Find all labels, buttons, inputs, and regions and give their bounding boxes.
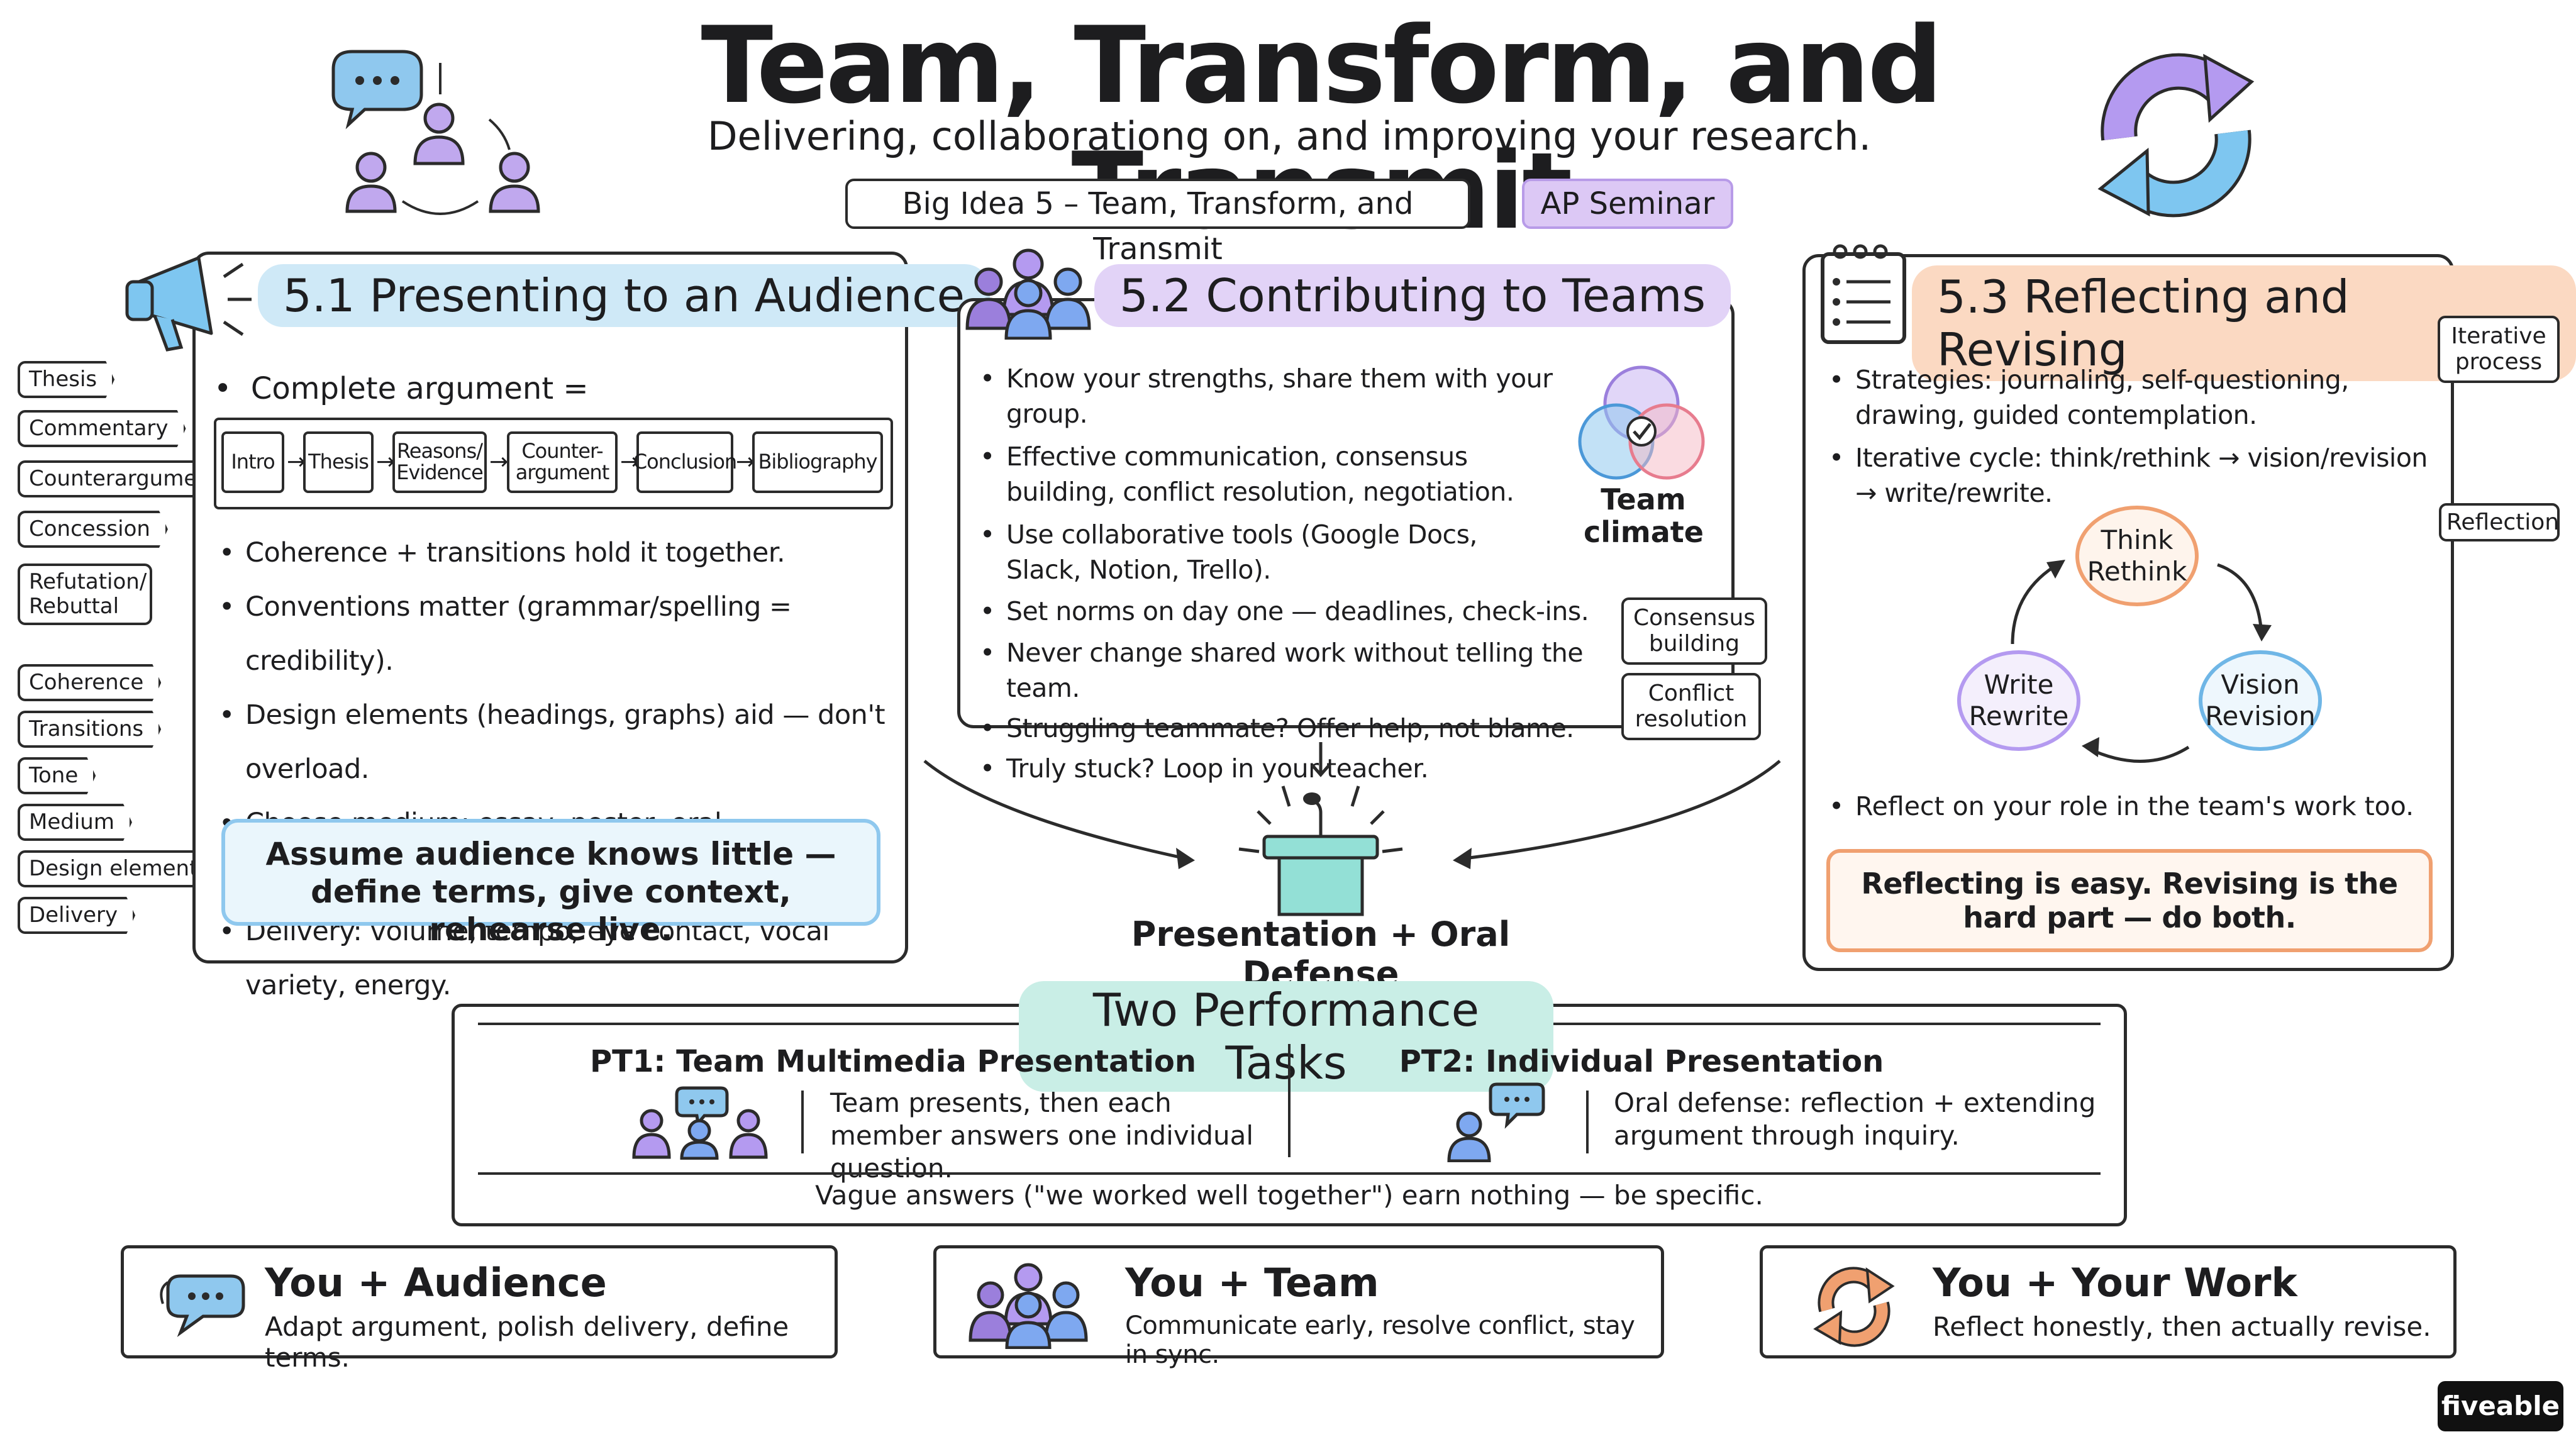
tag-tone: Tone bbox=[18, 757, 96, 794]
argument-flow: Intro → Thesis → Reasons/ Evidence → Cou… bbox=[214, 418, 893, 509]
list-item: Design elements (headings, graphs) aid —… bbox=[214, 688, 906, 796]
card-title: You + Your Work bbox=[1933, 1260, 2297, 1306]
list-item: Truly stuck? Loop in your teacher. bbox=[975, 751, 1604, 786]
section3-callout: Reflecting is easy. Revising is the hard… bbox=[1826, 849, 2433, 952]
list-item: Strategies: journaling, self-questioning… bbox=[1824, 362, 2358, 433]
flow-intro: Intro bbox=[221, 431, 284, 493]
tag-thesis: Thesis bbox=[18, 361, 114, 398]
section1-heading: 5.1 Presenting to an Audience bbox=[258, 264, 990, 327]
arrow-icon: → bbox=[376, 449, 396, 475]
arrow-icon: → bbox=[287, 449, 306, 475]
list-item: Conventions matter (grammar/spelling = c… bbox=[214, 580, 906, 688]
converging-arrows bbox=[923, 742, 1781, 869]
team-icon bbox=[965, 248, 1091, 340]
list-item: Use collaborative tools (Google Docs, Sl… bbox=[975, 517, 1547, 587]
page-subtitle: Delivering, collaborationg on, and impro… bbox=[707, 113, 1872, 159]
cycle-icon bbox=[1813, 1267, 1895, 1347]
tag-concession: Concession bbox=[18, 511, 168, 548]
list-item: Never change shared work without telling… bbox=[975, 635, 1604, 706]
list-item: Struggling teammate? Offer help, not bla… bbox=[975, 711, 1604, 746]
section1-callout: Assume audience knows little — define te… bbox=[221, 819, 880, 948]
pt1-text: Team presents, then each member answers … bbox=[830, 1087, 1254, 1184]
section3-last-bullet: Reflect on your role in the team's work … bbox=[1824, 789, 2440, 824]
card-text: Adapt argument, polish delivery, define … bbox=[265, 1311, 789, 1373]
cycle-arrows bbox=[2011, 560, 2272, 763]
cycle-write-rewrite: Write Rewrite bbox=[1957, 650, 2080, 751]
flow-counterargument: Counter- argument bbox=[507, 431, 618, 493]
section1-title: 5.1 Presenting to an Audience bbox=[258, 264, 990, 327]
team-icon bbox=[969, 1263, 1088, 1349]
notepad-icon bbox=[1821, 244, 1906, 344]
consensus-building-box: Consensus building bbox=[1621, 597, 1767, 665]
card-you-team: You + Team Communicate early, resolve co… bbox=[933, 1245, 1664, 1369]
divider bbox=[478, 1172, 2101, 1175]
card-text: Reflect honestly, then actually revise. bbox=[1933, 1311, 2431, 1342]
card-title: You + Audience bbox=[265, 1260, 607, 1306]
pt2-text: Oral defense: reflection + extending arg… bbox=[1614, 1087, 2096, 1151]
tasks-title: Two Performance Tasks bbox=[1019, 981, 1553, 1092]
flow-bibliography: Bibliography bbox=[752, 431, 883, 493]
card-title: You + Team bbox=[1125, 1260, 1379, 1306]
tag-transitions: Transitions bbox=[18, 711, 161, 748]
podium-icon bbox=[1238, 786, 1403, 916]
team-climate-label: Team climate bbox=[1584, 482, 1704, 549]
list-item: Set norms on day one — deadlines, check-… bbox=[975, 594, 1604, 629]
tag-delivery: Delivery bbox=[18, 897, 135, 934]
tag-commentary: Commentary bbox=[18, 410, 186, 447]
card-you-work: You + Your Work Reflect honestly, then a… bbox=[1760, 1245, 2457, 1358]
brand-logo: fiveable bbox=[2438, 1381, 2563, 1431]
cycle-vision-revision: Vision Revision bbox=[2199, 650, 2322, 751]
divider bbox=[1586, 1091, 1589, 1153]
refresh-cycle-icon bbox=[2097, 53, 2255, 218]
list-item: Reflect on your role in the team's work … bbox=[1824, 789, 2440, 824]
pt1-title: PT1: Team Multimedia Presentation bbox=[589, 1044, 1197, 1079]
arrow-icon: → bbox=[620, 449, 640, 475]
list-item: Effective communication, consensus build… bbox=[975, 439, 1522, 509]
list-item: Coherence + transitions hold it together… bbox=[214, 526, 906, 580]
arrow-icon: → bbox=[489, 449, 509, 475]
tasks-heading: Two Performance Tasks bbox=[1019, 981, 1553, 1092]
flow-conclusion: Conclusion bbox=[633, 431, 737, 493]
person-speech-icon bbox=[1447, 1082, 1545, 1162]
flow-reasons: Reasons/ Evidence bbox=[392, 431, 487, 493]
podium-label: Presentation + Oral Defense bbox=[1131, 914, 1511, 994]
venn-diagram-icon bbox=[1578, 365, 1705, 480]
list-item: Know your strengths, share them with you… bbox=[975, 361, 1604, 431]
speech-bubble-icon bbox=[160, 1274, 245, 1337]
pt2-title: PT2: Individual Presentation bbox=[1399, 1044, 1884, 1079]
section3-bullets: Strategies: journaling, self-questioning… bbox=[1824, 362, 2440, 511]
tag-coherence: Coherence bbox=[18, 664, 161, 701]
cycle-think-rethink: Think Rethink bbox=[2075, 506, 2199, 606]
iterative-process-tag: Iterative process bbox=[2438, 316, 2560, 383]
team-speech-icon bbox=[632, 1086, 768, 1160]
flow-thesis: Thesis bbox=[303, 431, 374, 493]
card-text: Communicate early, resolve conflict, sta… bbox=[1125, 1311, 1635, 1369]
tag-design-elements: Design elements bbox=[18, 850, 226, 887]
reflection-tag: Reflection bbox=[2439, 503, 2560, 542]
list-item: Iterative cycle: think/rethink → vision/… bbox=[1824, 440, 2440, 511]
chat-people-icon bbox=[331, 50, 540, 215]
megaphone-icon bbox=[125, 256, 252, 352]
divider bbox=[801, 1091, 804, 1153]
section2-heading: 5.2 Contributing to Teams bbox=[1094, 264, 1731, 327]
conflict-resolution-box: Conflict resolution bbox=[1621, 673, 1761, 740]
arrow-icon: → bbox=[736, 449, 755, 475]
intro-text: Complete argument = bbox=[250, 371, 589, 406]
section2-title: 5.2 Contributing to Teams bbox=[1094, 264, 1731, 327]
divider bbox=[1288, 1044, 1291, 1157]
card-you-audience: You + Audience Adapt argument, polish de… bbox=[121, 1245, 838, 1373]
course-badge: AP Seminar bbox=[1522, 179, 1733, 229]
section2-bullets: Know your strengths, share them with you… bbox=[975, 361, 1604, 786]
big-idea-badge: Big Idea 5 – Team, Transform, and Transm… bbox=[845, 179, 1470, 267]
section1-intro: • Complete argument = bbox=[214, 371, 589, 406]
tag-refutation: Refutation/ Rebuttal bbox=[18, 564, 152, 626]
tag-medium: Medium bbox=[18, 804, 132, 841]
tasks-footer: Vague answers ("we worked well together"… bbox=[815, 1180, 1763, 1211]
